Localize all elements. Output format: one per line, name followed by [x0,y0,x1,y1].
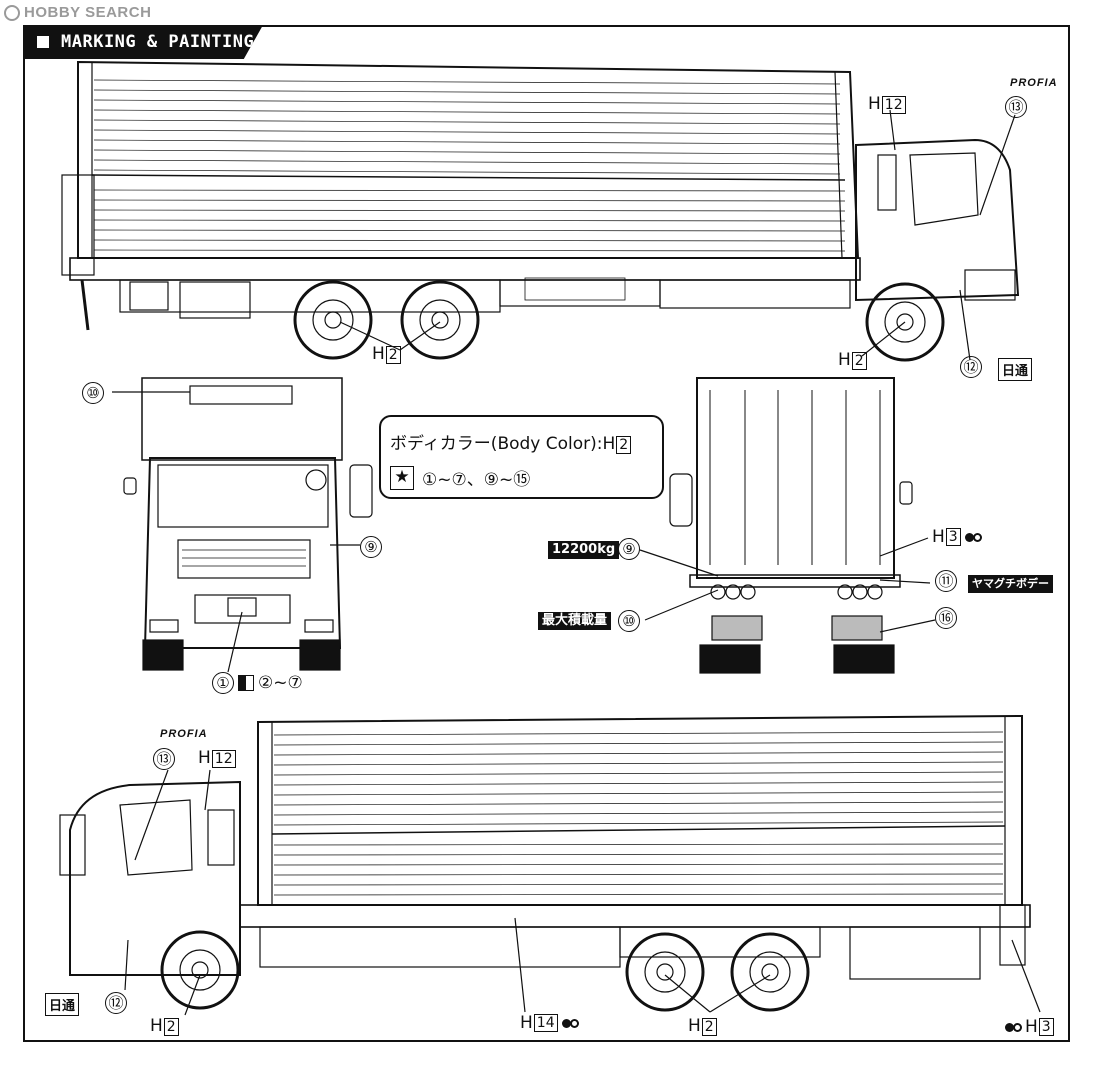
callout-front-10: ⑩ [82,382,104,404]
bottom-side-view [59,714,1041,1016]
front-view [112,377,373,673]
decal-top: 日通 [998,358,1033,381]
section-title: MARKING & PAINTING [61,32,255,52]
callout-rear-16: ⑯ [935,607,957,629]
diagram-frame [23,25,1070,1042]
watermark-logo-icon [4,4,20,21]
callout-front-1: ① ②~⑦ [212,672,303,694]
callout-top-12: ⑫ [960,356,982,378]
max-load-label: 最大積載量 [538,612,612,630]
weight-label: 12200kg [548,541,620,559]
bot-wheel-1 [160,930,240,1010]
star-icon: ★ [390,465,414,490]
watermark: HOBBY SEARCH [4,4,151,21]
callout-rear-9: ⑨ [618,538,640,560]
bot-wheel-2 [625,932,705,1012]
two-dot-icon [964,529,982,546]
top-wheel-1 [293,280,373,360]
callout-rear-11: ⑪ [935,570,957,592]
callout-top-13: ⑬ [1005,96,1027,118]
top-side-view [61,60,1020,362]
decal-bottom: 日通 [45,993,80,1016]
body-color-parts: ★ ①~⑦、⑨~⑮ [390,465,530,490]
rear-view [639,377,936,674]
header-square-icon [37,36,49,48]
section-header: MARKING & PAINTING [23,25,263,59]
callout-front-9: ⑨ [360,536,382,558]
top-wheel-2 [400,280,480,360]
two-dot-icon [561,1015,579,1032]
two-dot-icon [1005,1019,1022,1036]
split-dot-icon [238,675,254,691]
brand-mark-bottom: PROFIA [160,728,208,740]
brand-mark-top: PROFIA [1010,77,1058,89]
callout-bot-13: ⑬ [153,748,175,770]
top-wheel-3 [865,282,945,362]
bot-wheel-3 [730,932,810,1012]
callout-rear-10: ⑩ [618,610,640,632]
callout-bot-12: ⑫ [105,992,127,1014]
body-maker-label: ヤマグチボデー [968,575,1053,593]
